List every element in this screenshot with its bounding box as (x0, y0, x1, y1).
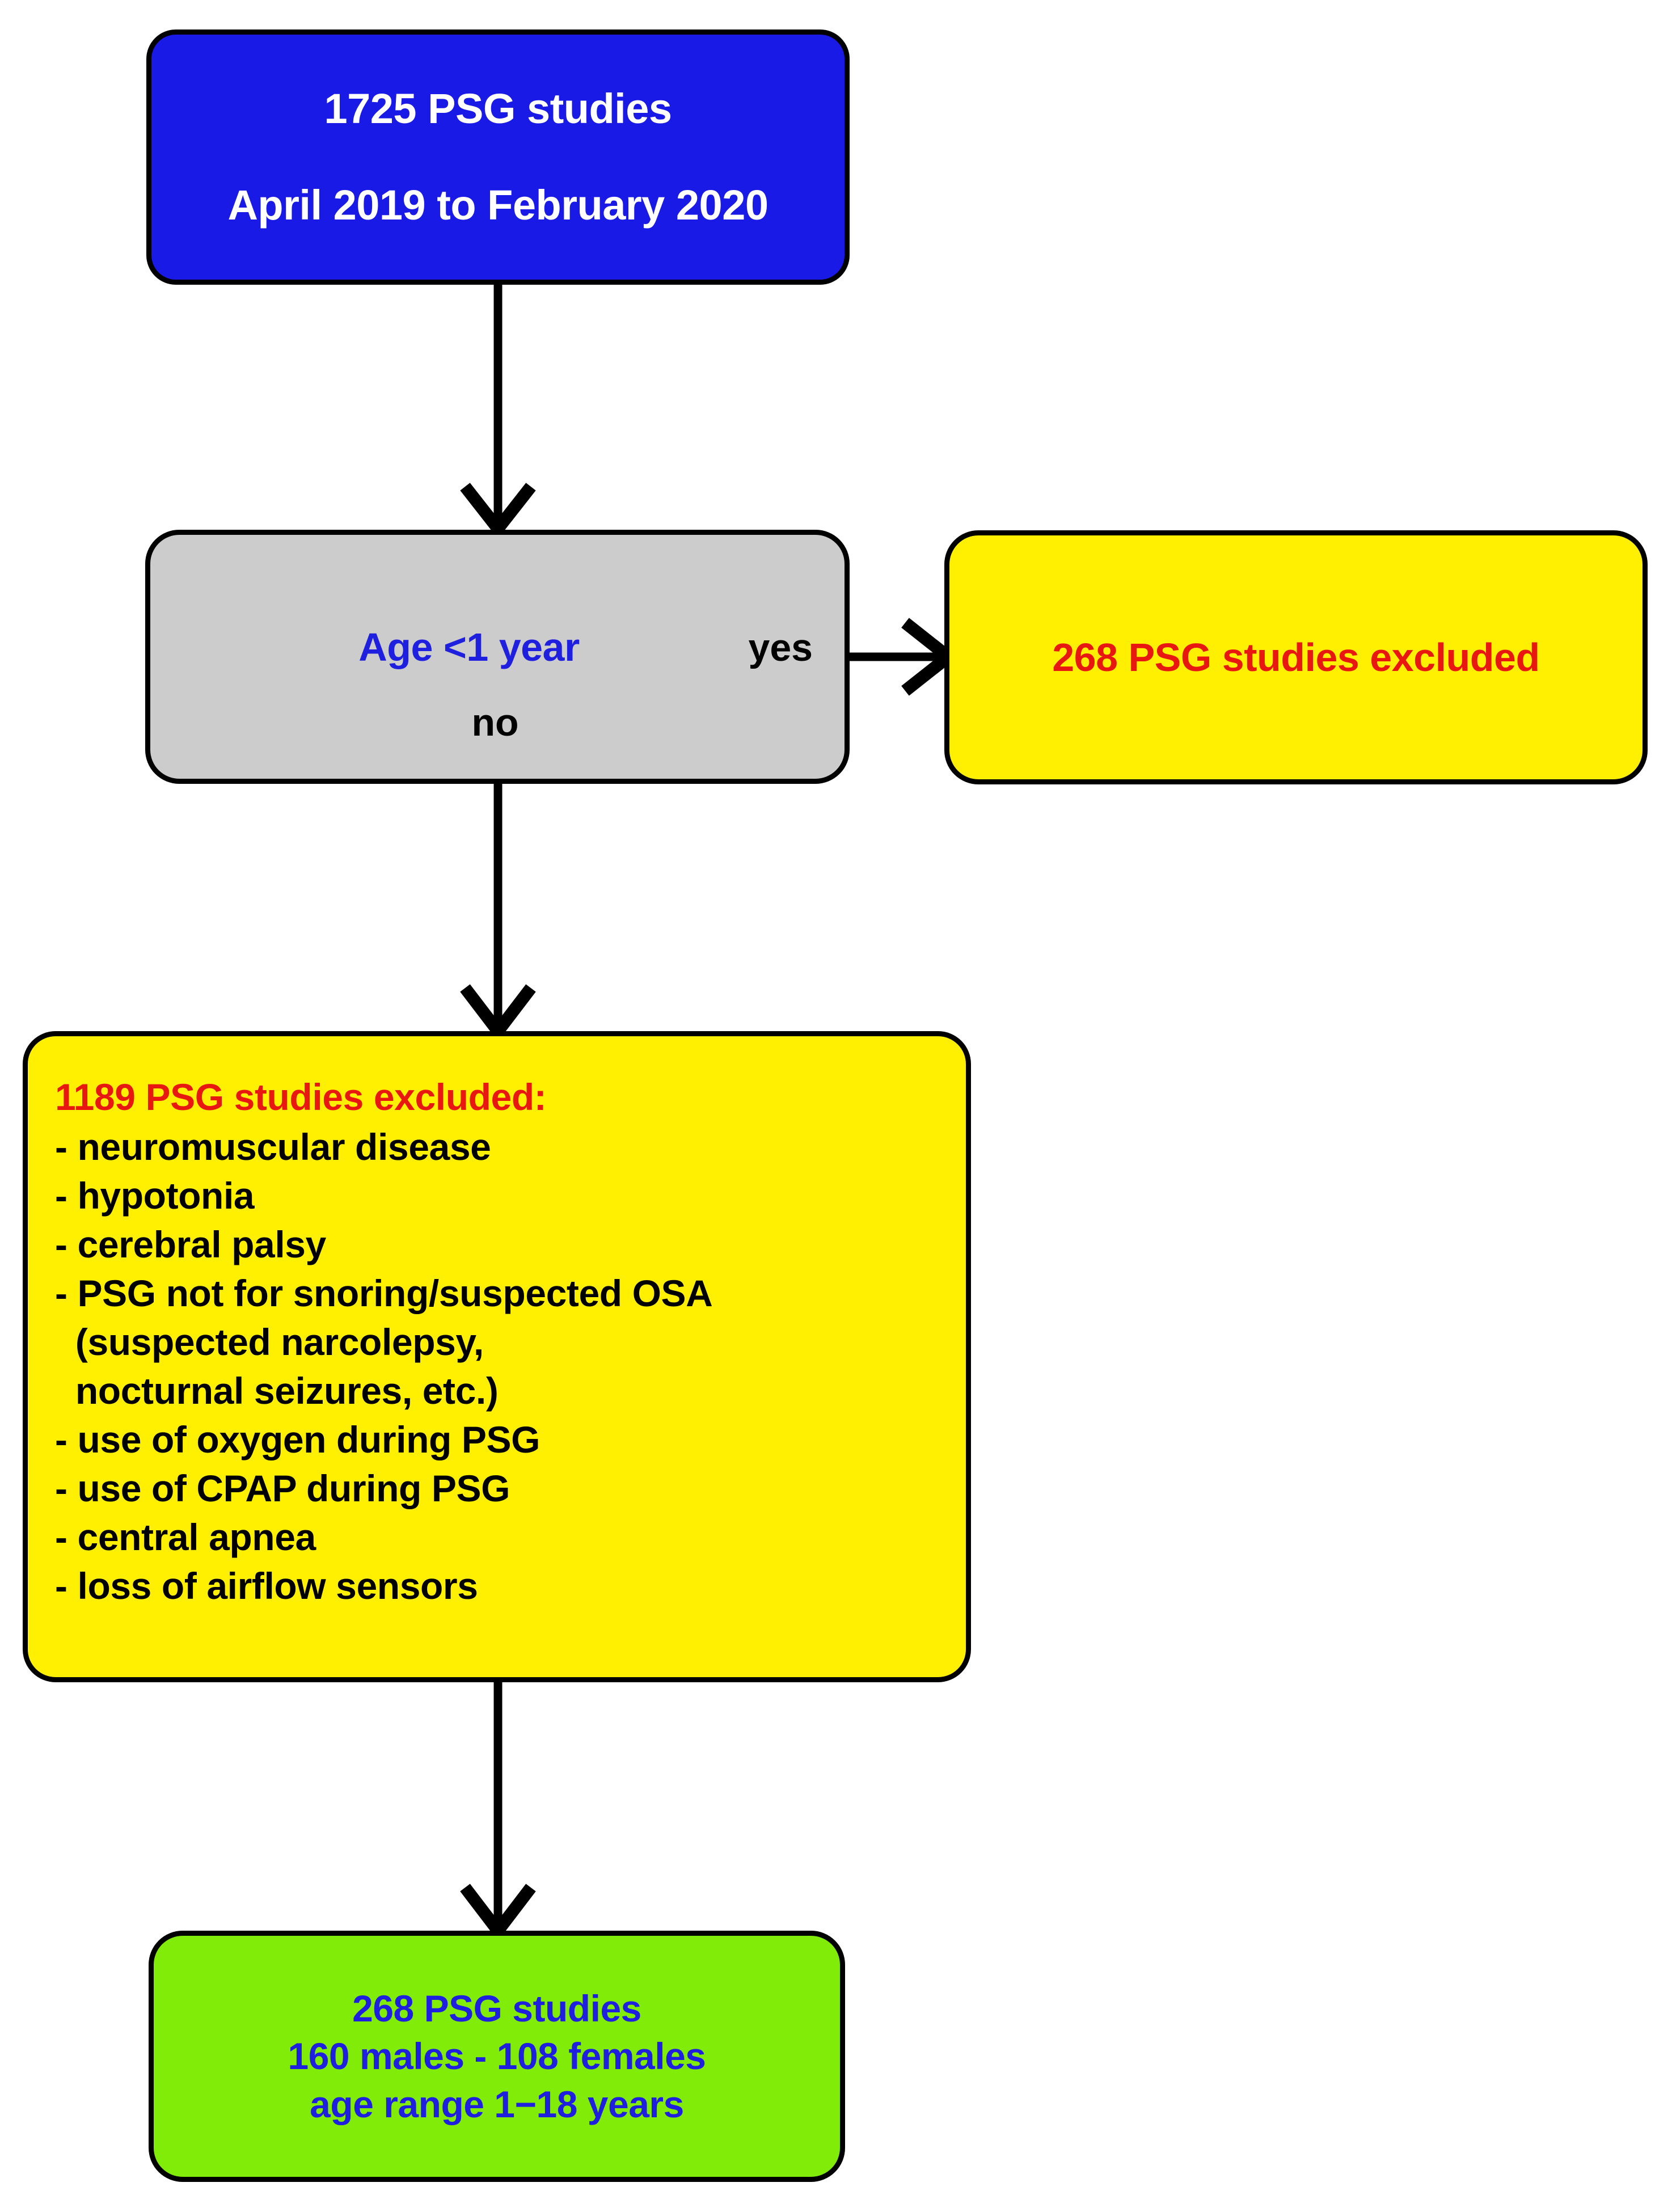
exclusion-item: - PSG not for snoring/suspected OSA (55, 1272, 713, 1314)
decision-question: Age <1 year (358, 625, 580, 669)
exclusion-item: (suspected narcolepsy, (55, 1321, 484, 1363)
exclusion-item: - loss of airflow sensors (55, 1565, 478, 1607)
exclusion-item: - use of CPAP during PSG (55, 1467, 510, 1509)
edge-source-to-decision (460, 285, 536, 539)
exclusion-item: nocturnal seizures, etc.) (55, 1370, 499, 1412)
exclusions-heading: 1189 PSG studies excluded: (55, 1076, 547, 1118)
source-line-count: 1725 PSG studies (324, 85, 672, 132)
node-excluded-age: 268 PSG studies excluded (944, 530, 1648, 784)
included-line-count: 268 PSG studies (352, 1987, 641, 2029)
exclusion-item: - cerebral palsy (55, 1223, 326, 1265)
exclusion-item: - central apnea (55, 1516, 316, 1558)
included-line-sex: 160 males - 108 females (288, 2035, 706, 2078)
source-line-period: April 2019 to February 2020 (227, 181, 769, 229)
edge-decision-to-excluded-age (847, 618, 959, 696)
node-exclusion-criteria: 1189 PSG studies excluded: - neuromuscul… (23, 1031, 971, 1682)
excluded-age-text: 268 PSG studies excluded (1052, 635, 1540, 679)
exclusion-item: - neuromuscular disease (55, 1126, 491, 1168)
edge-label-yes: yes (748, 626, 813, 669)
node-included-cohort: 268 PSG studies 160 males - 108 females … (149, 1931, 845, 2182)
node-source-studies: 1725 PSG studies April 2019 to February … (146, 29, 850, 285)
edge-label-no: no (471, 701, 519, 744)
edge-decision-to-exclusions (460, 784, 536, 1042)
edge-exclusions-to-included (460, 1682, 536, 1941)
included-line-age-range: age range 1−18 years (310, 2083, 684, 2125)
exclusion-item: - hypotonia (55, 1175, 255, 1217)
node-decision-age: Age <1 year yes no (145, 530, 850, 784)
exclusion-item: - use of oxygen during PSG (55, 1419, 541, 1460)
